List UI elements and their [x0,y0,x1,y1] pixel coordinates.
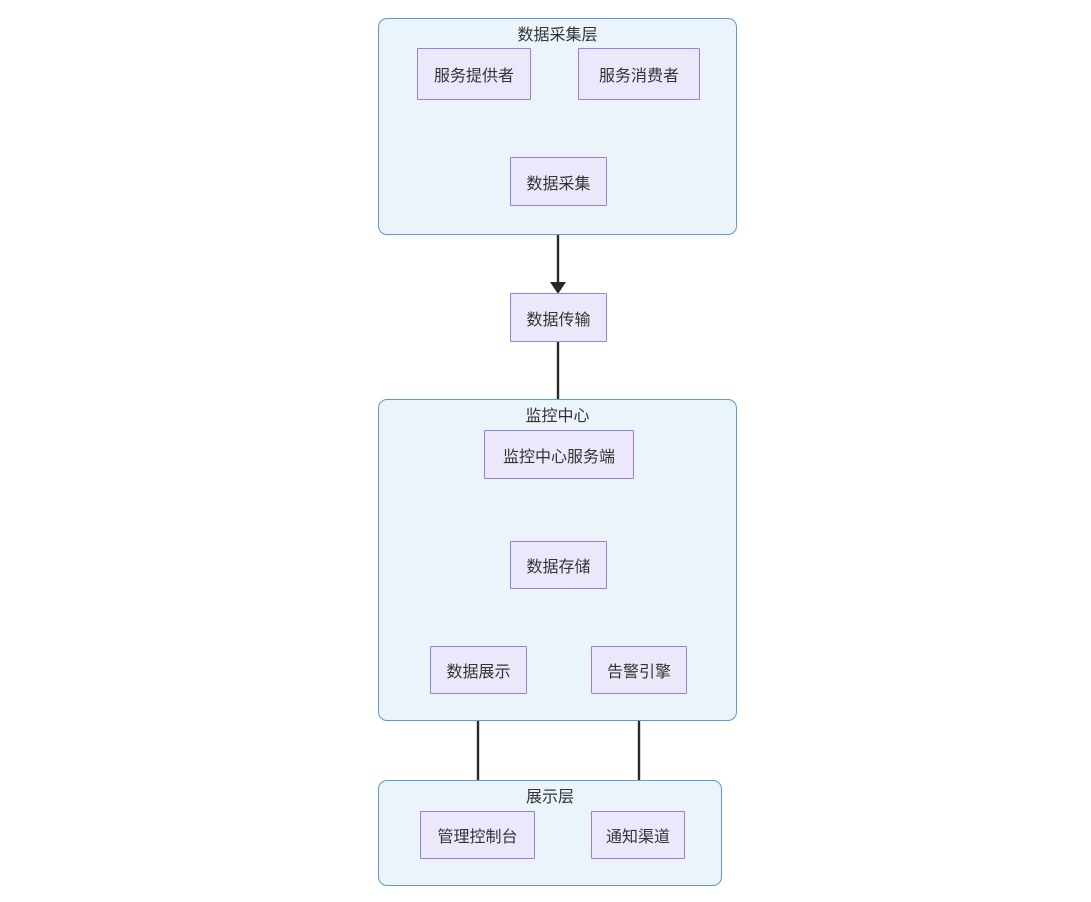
node-data-collection-label: 数据采集 [526,175,591,193]
node-notify-channel[interactable]: 通知渠道 [591,811,685,859]
node-data-transfer[interactable]: 数据传输 [510,293,607,342]
node-alarm-engine-label: 告警引擎 [606,664,671,681]
node-admin-console-label: 管理控制台 [437,829,518,846]
node-data-display-label: 数据展示 [446,664,511,681]
node-monitor-center-server-label: 监控中心服务端 [502,448,615,466]
node-data-transfer-label: 数据传输 [526,311,591,329]
node-monitor-center-server[interactable]: 监控中心服务端 [484,430,634,479]
node-notify-channel-label: 通知渠道 [605,829,670,846]
cluster-monitor-center-title: 监控中心 [525,408,590,425]
node-admin-console[interactable]: 管理控制台 [420,811,535,859]
node-data-collection[interactable]: 数据采集 [510,157,607,206]
cluster-collect-layer-title: 数据采集层 [517,27,598,44]
node-service-consumer[interactable]: 服务消费者 [578,48,700,100]
cluster-presentation-layer-title: 展示层 [525,789,574,806]
node-service-consumer-label: 服务消费者 [598,68,679,85]
node-service-provider-label: 服务提供者 [433,68,514,85]
node-alarm-engine[interactable]: 告警引擎 [591,646,687,694]
node-data-display[interactable]: 数据展示 [430,646,527,694]
node-data-storage[interactable]: 数据存储 [510,541,607,589]
node-service-provider[interactable]: 服务提供者 [417,48,531,100]
node-data-storage-label: 数据存储 [526,559,591,576]
